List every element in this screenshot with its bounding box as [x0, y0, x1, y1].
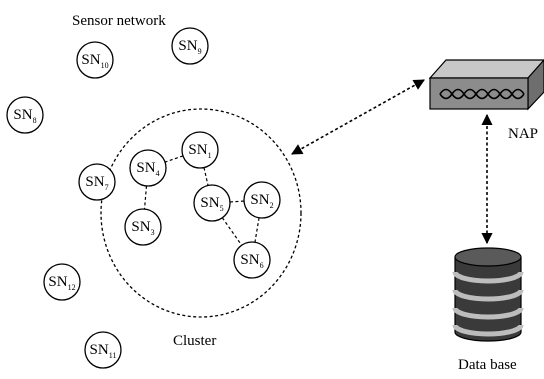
cluster-boundary	[100, 108, 302, 318]
sensor-node-sn1: SN1	[181, 131, 219, 169]
sensor-node-circle	[124, 208, 162, 246]
sensor-node-circle	[43, 263, 81, 301]
sensor-node-sn4: SN4	[129, 149, 167, 187]
link-sn5-sn6	[221, 217, 243, 246]
sensor-node-label: SN2	[250, 192, 273, 210]
link-sn1-sn4	[164, 155, 184, 163]
link-sn4-sn3	[143, 185, 148, 210]
sensor-node-circle	[129, 149, 167, 187]
diagram-title: Sensor network	[72, 13, 166, 29]
sensor-node-circle	[171, 27, 209, 65]
sensor-node-sn10: SN10	[76, 41, 114, 79]
sensor-node-label: SN3	[131, 219, 154, 237]
cluster-nap-arrow	[291, 79, 425, 155]
sensor-node-sn11: SN11	[84, 331, 122, 369]
sensor-node-label: SN4	[136, 160, 159, 178]
nap-label: NAP	[508, 126, 538, 142]
sensor-node-label: SN11	[90, 342, 117, 360]
sensor-node-sn2: SN2	[243, 181, 281, 219]
sensor-node-sn8: SN8	[6, 96, 44, 134]
sensor-node-circle	[233, 241, 271, 279]
sensor-node-circle	[76, 41, 114, 79]
sensor-node-circle	[78, 163, 116, 201]
sensor-node-label: SN12	[48, 274, 75, 292]
cluster-links	[143, 155, 260, 246]
sensor-node-label: SN6	[240, 252, 263, 270]
cluster-label: Cluster	[173, 333, 216, 349]
sensor-node-sn6: SN6	[233, 241, 271, 279]
sensor-node-label: SN8	[13, 107, 36, 125]
sensor-node-circle	[84, 331, 122, 369]
sensor-node-label: SN10	[81, 52, 108, 70]
nap-device-icon	[428, 59, 544, 111]
database-label: Data base	[458, 357, 517, 373]
sensor-node-sn9: SN9	[171, 27, 209, 65]
sensor-node-label: SN9	[178, 38, 201, 56]
sensor-node-label: SN1	[188, 142, 211, 160]
sensor-node-circle	[193, 184, 231, 222]
sensor-node-circle	[6, 96, 44, 134]
sensor-node-sn7: SN7	[78, 163, 116, 201]
sensor-node-circle	[243, 181, 281, 219]
sensor-node-sn3: SN3	[124, 208, 162, 246]
link-sn5-sn2	[229, 200, 245, 203]
database-icon	[452, 247, 524, 342]
sensor-node-sn12: SN12	[43, 263, 81, 301]
link-sn2-sn6	[254, 217, 260, 243]
sensor-node-label: SN7	[85, 174, 108, 192]
link-sn1-sn5	[203, 167, 209, 186]
sensor-node-circle	[181, 131, 219, 169]
sensor-node-sn5: SN5	[193, 184, 231, 222]
sensor-node-label: SN5	[200, 195, 223, 213]
